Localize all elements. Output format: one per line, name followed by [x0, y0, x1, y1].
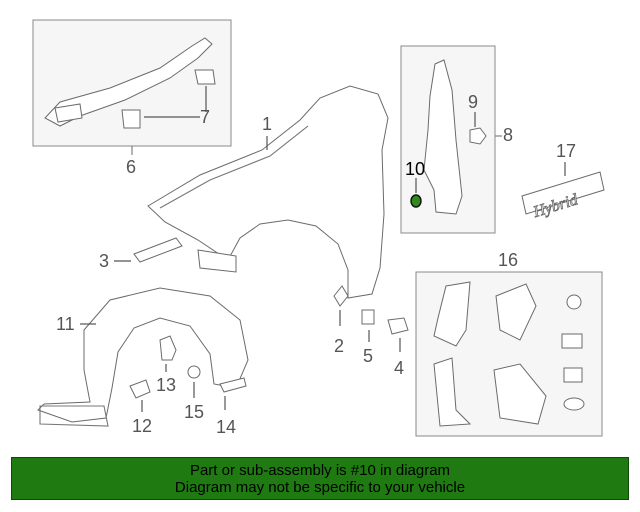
clip-7b: [121, 109, 141, 129]
callout-5[interactable]: 5: [363, 346, 373, 366]
part-15-shape: [187, 365, 201, 379]
bracket-small: [561, 333, 583, 349]
part-4[interactable]: [387, 317, 409, 335]
callout-15[interactable]: 15: [184, 402, 204, 422]
part-15[interactable]: [187, 365, 201, 379]
callout-17[interactable]: 17: [556, 141, 576, 161]
part-11-fender-liner[interactable]: [37, 287, 249, 427]
part-13[interactable]: [159, 335, 177, 361]
callout-3[interactable]: 3: [99, 251, 109, 271]
part-12[interactable]: [129, 379, 151, 399]
part-17-emblem[interactable]: Hybrid: [521, 171, 605, 222]
mudguard-b: [495, 283, 537, 341]
banner-line-1: Part or sub-assembly is #10 in diagram: [189, 462, 451, 479]
part-8-assembly[interactable]: [400, 45, 496, 234]
mudguard-a: [433, 281, 471, 347]
nut-clip: [563, 367, 583, 383]
part-12-shape: [129, 379, 151, 399]
callout-9[interactable]: 9: [468, 92, 478, 112]
garnish-shape: [423, 59, 463, 215]
callout-13[interactable]: 13: [156, 375, 176, 395]
clip-9: [469, 127, 487, 145]
part-2[interactable]: [333, 285, 349, 307]
part-2-shape: [333, 285, 349, 307]
mudguard-c: [433, 357, 472, 427]
washer: [563, 397, 585, 411]
part-10-highlight[interactable]: [410, 194, 422, 208]
liner-flap: [39, 405, 109, 427]
callout-8[interactable]: 8: [503, 125, 513, 145]
mudguard-d: [493, 363, 547, 425]
emblem-shape: [521, 171, 605, 215]
part-5[interactable]: [361, 309, 375, 325]
part-1-fender[interactable]: [147, 85, 389, 299]
part-16-mudguard-kit[interactable]: [415, 271, 603, 437]
screw: [566, 294, 582, 310]
parts-diagram: 7 6 1 9 8 10 Hybrid 17 16: [32, 19, 605, 437]
callout-6[interactable]: 6: [126, 157, 136, 177]
callout-14[interactable]: 14: [216, 417, 236, 437]
clip-7a: [194, 69, 216, 85]
part-4-shape: [387, 317, 409, 335]
banner-line-2: Diagram may not be specific to your vehi…: [174, 479, 466, 496]
bracket-end: [54, 103, 83, 123]
callout-4[interactable]: 4: [394, 358, 404, 378]
callout-7[interactable]: 7: [200, 107, 210, 127]
part-5-shape: [361, 309, 375, 325]
callout-1[interactable]: 1: [262, 114, 272, 134]
fender-mount: [197, 249, 237, 273]
part-14[interactable]: [219, 377, 247, 393]
liner-shape: [37, 287, 249, 423]
callout-10[interactable]: 10: [405, 159, 425, 179]
part-14-shape: [219, 377, 247, 393]
callout-12[interactable]: 12: [132, 416, 152, 436]
callout-16[interactable]: 16: [498, 250, 518, 270]
part-6-assembly[interactable]: [32, 19, 232, 147]
part-3[interactable]: [133, 237, 183, 263]
fender-outline: [147, 85, 389, 299]
fender-crease: [159, 125, 309, 209]
callout-11[interactable]: 11: [56, 314, 75, 334]
callout-2[interactable]: 2: [334, 336, 344, 356]
part-13-shape: [159, 335, 177, 361]
part-3-shape: [133, 237, 183, 263]
info-banner: Part or sub-assembly is #10 in diagram D…: [11, 457, 629, 500]
